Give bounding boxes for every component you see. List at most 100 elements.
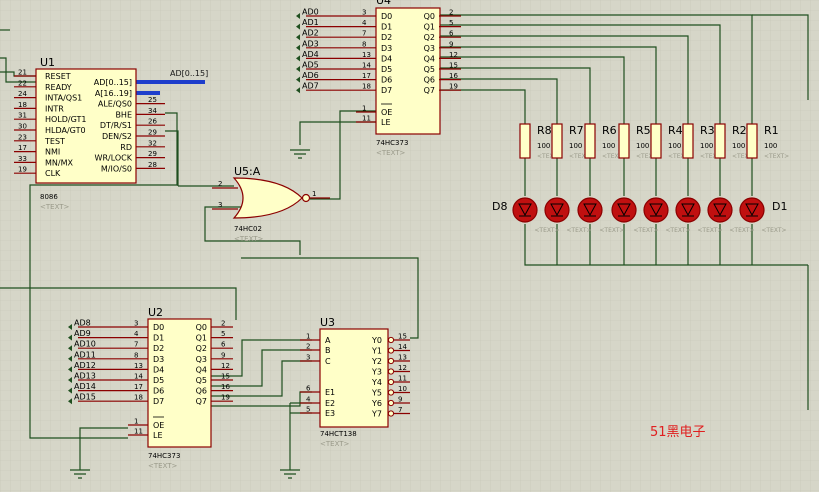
resistor-icon[interactable] <box>584 123 596 159</box>
resistor-icon[interactable] <box>714 123 726 159</box>
u4-pin-number: 17 <box>362 72 371 80</box>
u3-pin-number: 3 <box>306 354 310 362</box>
u3-invert-bubble <box>387 336 395 344</box>
net-arrow-icon <box>68 377 72 383</box>
u3-pin-number: 13 <box>398 354 407 362</box>
resistor-text: <TEXT> <box>732 153 757 160</box>
u2-net-label: AD10 <box>74 340 96 349</box>
u2-pin-label: D7 <box>153 397 164 406</box>
u1-pin-label: TEST <box>44 137 65 146</box>
u2-pin-label: LE <box>153 431 163 440</box>
u4-pin-label: D4 <box>381 54 392 63</box>
watermark-text: 51黑电子 <box>650 425 706 440</box>
u3-pin-label: B <box>325 346 331 355</box>
u5-pin-2: 2 <box>218 180 222 188</box>
resistor-value: 100 <box>668 142 681 150</box>
u4-pin-label: D3 <box>381 44 392 53</box>
u4-pin-number: 1 <box>362 105 366 113</box>
diode-arrow-icon <box>518 203 532 217</box>
resistor-icon[interactable] <box>650 123 662 159</box>
u1-pin-label: READY <box>45 83 72 92</box>
net-arrow-icon <box>68 345 72 352</box>
u3-invert-bubble <box>387 389 395 396</box>
led-icon[interactable] <box>739 197 765 223</box>
resistor-icon[interactable] <box>618 123 630 159</box>
resistor-ref: R5 <box>636 124 651 137</box>
u2-pin-number: 6 <box>221 341 226 349</box>
u4-pin-label: LE <box>381 118 391 127</box>
u4-pin-label: OE <box>381 108 392 117</box>
net-arrow-icon <box>296 66 300 72</box>
u1-pin-number: 33 <box>18 155 27 163</box>
u3-ref: U3 <box>320 316 335 329</box>
u3-body <box>319 328 389 428</box>
u1-pin-number: 34 <box>148 107 157 115</box>
u4-pin-label: Q0 <box>424 12 435 21</box>
u4-pin-label: Q3 <box>424 44 435 53</box>
u4-pin-number: 11 <box>362 115 371 123</box>
u3-pin-label: E3 <box>325 409 335 418</box>
led-icon[interactable] <box>643 197 669 223</box>
u3-pin-number: 7 <box>398 406 402 414</box>
u5-pin-1: 1 <box>312 190 316 198</box>
u2-pin-number: 8 <box>134 351 138 359</box>
u1-ref: U1 <box>40 56 55 69</box>
u3-pin-number: 6 <box>306 385 311 393</box>
u3-pin-number: 10 <box>398 385 407 393</box>
u5-ref: U5:A <box>234 165 261 178</box>
resistor-icon[interactable] <box>746 123 758 159</box>
u1-pin-number: 23 <box>18 133 27 141</box>
u1-pin-number: 25 <box>148 96 157 104</box>
u4-pin-number: 5 <box>449 19 453 27</box>
resistor-value: 100 <box>732 142 745 150</box>
u4-pin-number: 8 <box>362 40 366 48</box>
u1-pin-number: 32 <box>148 139 157 147</box>
ground-symbols <box>70 149 310 479</box>
u4-part: 74HC373 <box>376 139 408 147</box>
u1-pin-number: 24 <box>18 90 27 98</box>
resistor-icon[interactable] <box>551 123 563 159</box>
u1-pin-number: 29 <box>148 150 157 158</box>
resistor-icon[interactable] <box>519 123 531 159</box>
led-icon[interactable] <box>577 197 603 223</box>
led-icon[interactable] <box>512 197 538 223</box>
u2-pin-label: Q7 <box>196 397 207 406</box>
u3-pin-number: 14 <box>398 343 407 351</box>
led-icon[interactable] <box>675 197 701 223</box>
u2-pin-number: 9 <box>221 351 225 359</box>
net-arrow-icon <box>68 398 72 405</box>
u3-pin-label: A <box>325 336 331 345</box>
gate-u5a[interactable]: U5:A 2 3 1 74HC02 <TEXT> <box>212 165 330 243</box>
u4-pin-number: 4 <box>362 19 367 27</box>
u1-body <box>35 68 137 184</box>
u2-pin-number: 17 <box>134 383 143 391</box>
net-arrow-icon <box>296 23 300 30</box>
u4-pin-label: D5 <box>381 65 392 74</box>
u1-pin-number: 30 <box>18 123 27 131</box>
u2-pin-label: Q5 <box>196 376 207 385</box>
resistor-icon[interactable] <box>682 123 694 159</box>
led-icon[interactable] <box>544 197 570 223</box>
diode-arrow-icon <box>713 203 727 217</box>
u3-invert-bubble <box>387 378 395 386</box>
u1-pin-label: HOLD/GT1 <box>45 115 87 124</box>
led-icon[interactable] <box>707 197 733 223</box>
u4-ref: U4 <box>376 0 391 7</box>
u1-pin-label: CLK <box>45 169 61 178</box>
u3-pin-number: 1 <box>306 333 310 341</box>
u2-part: 74HC373 <box>148 452 180 460</box>
u2-pin-label: D2 <box>153 344 164 353</box>
u2-pin-label: Q3 <box>196 355 207 364</box>
u4-pin-number: 2 <box>449 9 453 17</box>
u4-pin-number: 14 <box>362 62 371 70</box>
led-icon[interactable] <box>611 197 637 223</box>
u1-pin-number: 22 <box>18 79 27 87</box>
diode-arrow-icon <box>681 203 695 217</box>
